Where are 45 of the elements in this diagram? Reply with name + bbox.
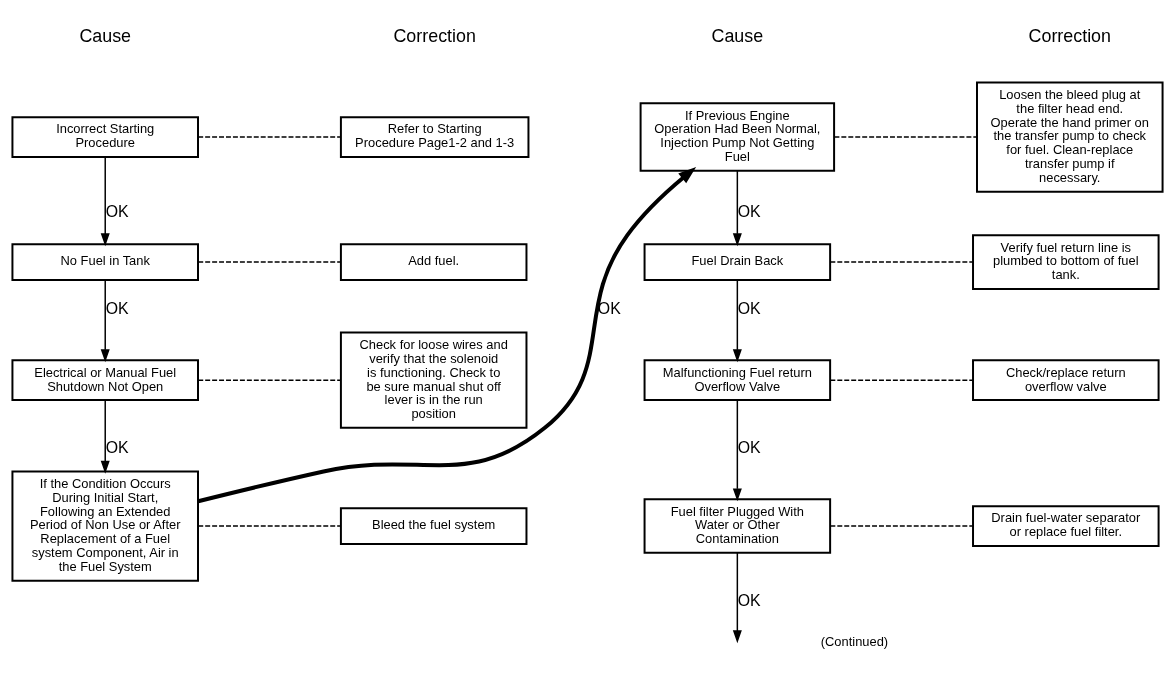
edge-label: OK (105, 203, 129, 221)
node-box: Drain fuel-water separator or replace fuel filter. (972, 505, 1160, 547)
label: Correction (1028, 26, 1111, 47)
edge-label: OK (597, 300, 621, 318)
connector (197, 525, 342, 527)
connector (829, 261, 974, 263)
connector (197, 379, 342, 381)
arrow (100, 279, 110, 363)
arrow (732, 552, 742, 644)
edge-label: OK (737, 592, 761, 610)
node-box: Malfunctioning Fuel return Overflow Valve (643, 359, 832, 402)
node-box: Check/replace return overflow valve (972, 359, 1160, 402)
edge-label: OK (737, 300, 761, 318)
node-box: Fuel Drain Back (643, 243, 832, 281)
label: (Continued) (820, 633, 889, 649)
node-box: If the Condition Occurs During Initial Start, Following an Extended Period of Non Use or After Replacement of a Fuel system Component, Air in the Fuel System (11, 470, 199, 582)
label: Cause (711, 26, 764, 47)
connector (197, 136, 342, 138)
node-box: Add fuel. (339, 243, 528, 281)
label: Cause (79, 26, 132, 47)
node-box: Verify fuel return line is plumbed to bottom of fuel tank. (972, 234, 1160, 290)
arrow (732, 399, 742, 502)
arrow (732, 279, 742, 363)
node-box: Bleed the fuel system (339, 507, 528, 545)
arrow (197, 167, 697, 504)
node-box: Incorrect Starting Procedure (11, 116, 199, 158)
connector (197, 261, 342, 263)
edge-label: OK (105, 439, 129, 457)
node-box: Loosen the bleed plug at the filter head end. Operate the hand primer on the transfer pump to check for fuel. Clean-replace transfer pump if necessary. (976, 81, 1164, 193)
label: Correction (393, 26, 476, 47)
connector (829, 379, 974, 381)
node-box: No Fuel in Tank (11, 243, 199, 281)
node-box: Refer to Starting Procedure Page1-2 and 1-3 (339, 116, 530, 158)
arrow (732, 170, 742, 247)
node-box: Fuel filter Plugged With Water or Other Contamination (643, 498, 832, 554)
connector (829, 525, 974, 527)
edge-label: OK (105, 300, 129, 318)
node-box: Check for loose wires and verify that the solenoid is functioning. Check to be sure manual shut off lever is in the run position (339, 331, 528, 429)
edge-label: OK (737, 203, 761, 221)
edge-label: OK (737, 439, 761, 457)
arrow (100, 399, 110, 474)
connector (833, 136, 978, 138)
node-box: If Previous Engine Operation Had Been Normal, Injection Pump Not Getting Fuel (639, 102, 836, 172)
arrow (100, 156, 110, 247)
node-box: Electrical or Manual Fuel Shutdown Not Open (11, 359, 199, 402)
